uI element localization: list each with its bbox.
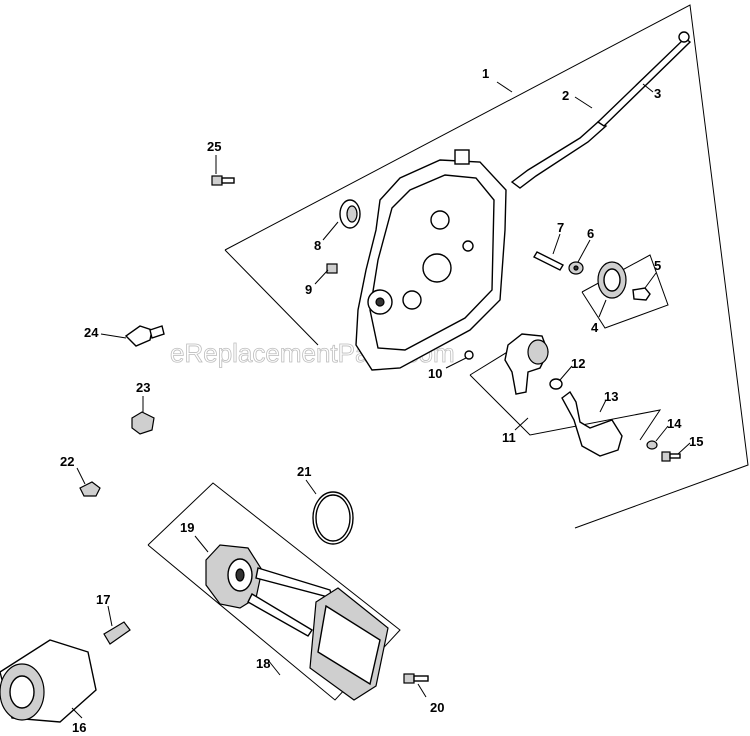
- callout-14: 14: [667, 416, 682, 431]
- assembly-bracket-18: [147, 482, 401, 701]
- assembly-bracket-11: [469, 334, 662, 441]
- assembly-bracket-1: [224, 4, 749, 529]
- callout-9: 9: [305, 282, 312, 297]
- o-ring-12: [549, 378, 563, 390]
- governor-gear: [597, 261, 627, 299]
- oil-filter-adapter: [205, 544, 263, 609]
- callout-23: 23: [136, 380, 150, 395]
- assembly-bracket-4: [581, 254, 669, 329]
- oil-cooler: [309, 587, 389, 701]
- callout-5: 5: [654, 258, 661, 273]
- screw-15: [661, 451, 681, 462]
- callout-1: 1: [482, 66, 489, 81]
- governor-part: [632, 287, 651, 301]
- oil-pump: [504, 333, 549, 395]
- callout-17: 17: [96, 592, 110, 607]
- callout-18: 18: [256, 656, 270, 671]
- callout-4: 4: [591, 320, 599, 335]
- gasket-ring: [312, 491, 354, 545]
- pin: [533, 251, 564, 271]
- oil-filter: [0, 639, 97, 723]
- callout-3: 3: [654, 86, 661, 101]
- plug: [326, 263, 338, 274]
- callout-22: 22: [60, 454, 74, 469]
- callout-11: 11: [502, 430, 516, 445]
- callout-12: 12: [571, 356, 585, 371]
- closure-plate: [355, 149, 507, 371]
- callout-20: 20: [430, 700, 444, 715]
- callout-15: 15: [689, 434, 703, 449]
- callout-16: 16: [72, 720, 86, 735]
- callout-8: 8: [314, 238, 321, 253]
- callout-6: 6: [587, 226, 594, 241]
- callout-labels: 1 2 3 4 5 6 7 8 9 10 11 12 13 14 15 16 1…: [60, 66, 703, 735]
- screw-25: [211, 175, 235, 186]
- callout-13: 13: [604, 389, 618, 404]
- elbow-fitting: [124, 325, 165, 347]
- dipstick-tube: [510, 31, 692, 189]
- leader-lines: [71, 81, 691, 719]
- callout-7: 7: [557, 220, 564, 235]
- fitting-22: [79, 481, 101, 497]
- screw-20: [403, 673, 429, 684]
- washer-14: [646, 440, 658, 450]
- oil-pressure-switch: [131, 405, 155, 435]
- callout-24: 24: [84, 325, 99, 340]
- relief-valve: [561, 390, 623, 457]
- washer: [568, 261, 584, 275]
- oil-seal: [339, 199, 361, 229]
- callout-21: 21: [297, 464, 311, 479]
- callout-25: 25: [207, 139, 221, 154]
- callout-2: 2: [562, 88, 569, 103]
- nipple-fitting: [103, 621, 131, 645]
- callout-19: 19: [180, 520, 194, 535]
- o-ring-10: [464, 350, 474, 360]
- callout-10: 10: [428, 366, 442, 381]
